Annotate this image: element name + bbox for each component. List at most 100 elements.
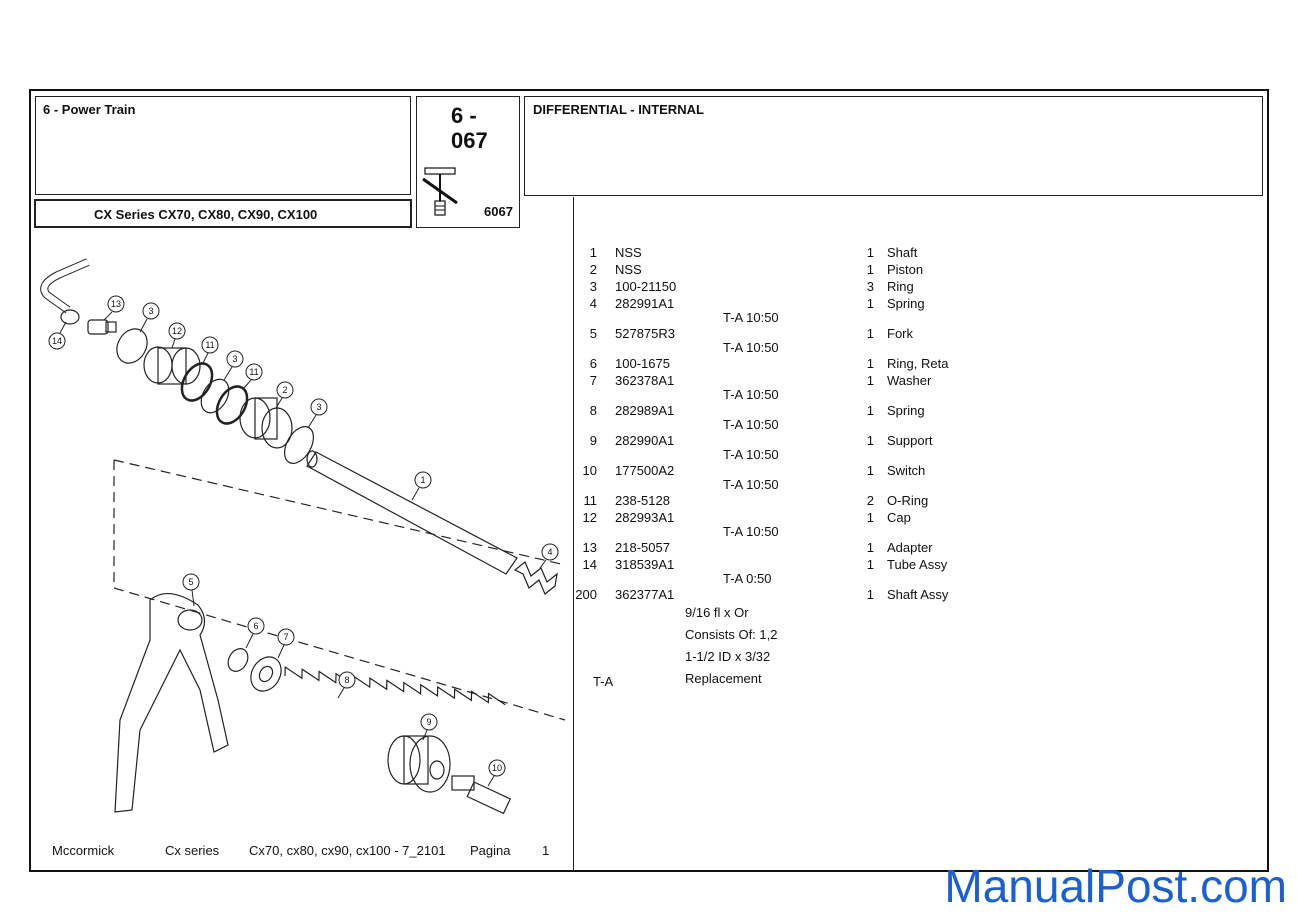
part-number: 282993A1 (615, 510, 675, 525)
part-qty: 1 (866, 510, 874, 525)
svg-text:12: 12 (172, 326, 182, 336)
note-thread: 9/16 fl x Or (685, 605, 749, 620)
part-description: Spring (887, 403, 925, 418)
part-note: T-A 10:50 (723, 417, 779, 432)
svg-text:9: 9 (426, 717, 431, 727)
callout-3b: 3 (223, 350, 244, 381)
part-description: Shaft Assy (887, 587, 949, 602)
part-qty: 1 (866, 587, 874, 602)
part-qty: 1 (866, 373, 874, 388)
svg-text:3: 3 (232, 354, 237, 364)
part-description: Spring (887, 296, 925, 311)
part-description: Tube Assy (887, 557, 948, 572)
footer-models: Cx70, cx80, cx90, cx100 - 7_2101 (249, 843, 446, 858)
part-number: 318539A1 (615, 557, 675, 572)
part-number: 218-5057 (615, 540, 670, 555)
part-description: Piston (887, 262, 924, 277)
page-frame (29, 89, 1269, 872)
svg-text:1: 1 (420, 475, 425, 485)
part-ref: 10 (582, 463, 597, 478)
legend-key: T-A (593, 674, 614, 689)
svg-text:11: 11 (249, 367, 258, 377)
svg-text:3: 3 (316, 402, 321, 412)
svg-text:14: 14 (52, 336, 62, 346)
part-ref: 5 (589, 326, 597, 341)
group-title: DIFFERENTIAL - INTERNAL (533, 102, 704, 117)
part-description: O-Ring (887, 493, 929, 508)
part-qty: 1 (866, 262, 874, 277)
part-qty: 1 (866, 540, 874, 555)
part-ref: 11 (583, 493, 598, 508)
part-ref: 6 (589, 356, 597, 371)
footer-page-number: 1 (542, 843, 550, 858)
part-qty: 1 (866, 245, 874, 260)
svg-text:3: 3 (148, 306, 153, 316)
footer-page-label: Pagina (470, 843, 511, 858)
part-note: T-A 0:50 (723, 571, 772, 586)
part-ref: 9 (589, 433, 597, 448)
callout-1: 1 (411, 471, 432, 501)
part-note: T-A 10:50 (723, 447, 779, 462)
callout-11a: 11 (201, 336, 219, 364)
part-qty: 1 (866, 403, 874, 418)
part-note: T-A 10:50 (723, 524, 779, 539)
part-number: 177500A2 (615, 463, 675, 478)
footer-brand: Mccormick (52, 843, 115, 858)
svg-text:4: 4 (547, 547, 552, 557)
part-number: NSS (615, 262, 642, 277)
part-ref: 2 (589, 262, 597, 277)
part-qty: 3 (866, 279, 874, 294)
part-ref: 13 (582, 540, 597, 555)
callout-5: 5 (182, 573, 200, 607)
watermark-logo: ManualPost.com (944, 860, 1287, 912)
svg-text:8: 8 (344, 675, 349, 685)
part-qty: 1 (866, 433, 874, 448)
section-box: 6 - Power Train (35, 96, 411, 195)
part-note: T-A 10:50 (723, 340, 779, 355)
part-description: Ring, Reta (887, 356, 949, 371)
part-number: 282989A1 (615, 403, 675, 418)
part-ref: 8 (589, 403, 597, 418)
page-code-box: 6 - 067 6067 (416, 96, 520, 228)
part-note: T-A 10:50 (723, 477, 779, 492)
svg-text:11: 11 (205, 340, 214, 350)
callout-8: 8 (337, 671, 356, 699)
part-number: 100-1675 (615, 356, 670, 371)
callout-2: 2 (275, 381, 294, 409)
callout-3c: 3 (307, 398, 328, 429)
svg-text:13: 13 (111, 299, 121, 309)
part-ref: 1 (589, 245, 597, 260)
group-pictogram-icon (422, 167, 458, 216)
part-description: Cap (887, 510, 911, 525)
section-title: 6 - Power Train (43, 102, 136, 117)
callout-4: 4 (539, 543, 559, 569)
callout-9: 9 (420, 713, 438, 741)
part-ref: 200 (575, 587, 597, 602)
svg-text:7: 7 (283, 632, 288, 642)
part-qty: 1 (866, 557, 874, 572)
part-qty: 1 (866, 463, 874, 478)
part-number: 238-5128 (615, 493, 670, 508)
callout-13: 13 (103, 295, 125, 321)
part-number: 362378A1 (615, 373, 675, 388)
diagram-number: 6067 (484, 204, 513, 219)
svg-text:2: 2 (282, 385, 287, 395)
part-description: Adapter (887, 540, 933, 555)
part-qty: 1 (866, 326, 874, 341)
callout-6: 6 (245, 617, 265, 649)
exploded-view-diagram: 14 13 3 12 11 3 11 2 3 1 4 5 6 7 8 9 10 (40, 258, 566, 815)
series-label: CX Series CX70, CX80, CX90, CX100 (94, 207, 318, 222)
part-qty: 1 (866, 296, 874, 311)
part-ref: 4 (589, 296, 597, 311)
part-qty: 2 (866, 493, 874, 508)
footer-series: Cx series (165, 843, 220, 858)
svg-text:10: 10 (492, 763, 502, 773)
callout-14: 14 (48, 321, 67, 350)
callout-11b: 11 (243, 363, 263, 389)
part-ref: 7 (589, 373, 597, 388)
callout-10: 10 (487, 759, 506, 787)
part-number: NSS (615, 245, 642, 260)
part-ref: 14 (582, 557, 597, 572)
part-note: T-A 10:50 (723, 310, 779, 325)
page-code-line2: 067 (451, 128, 488, 153)
